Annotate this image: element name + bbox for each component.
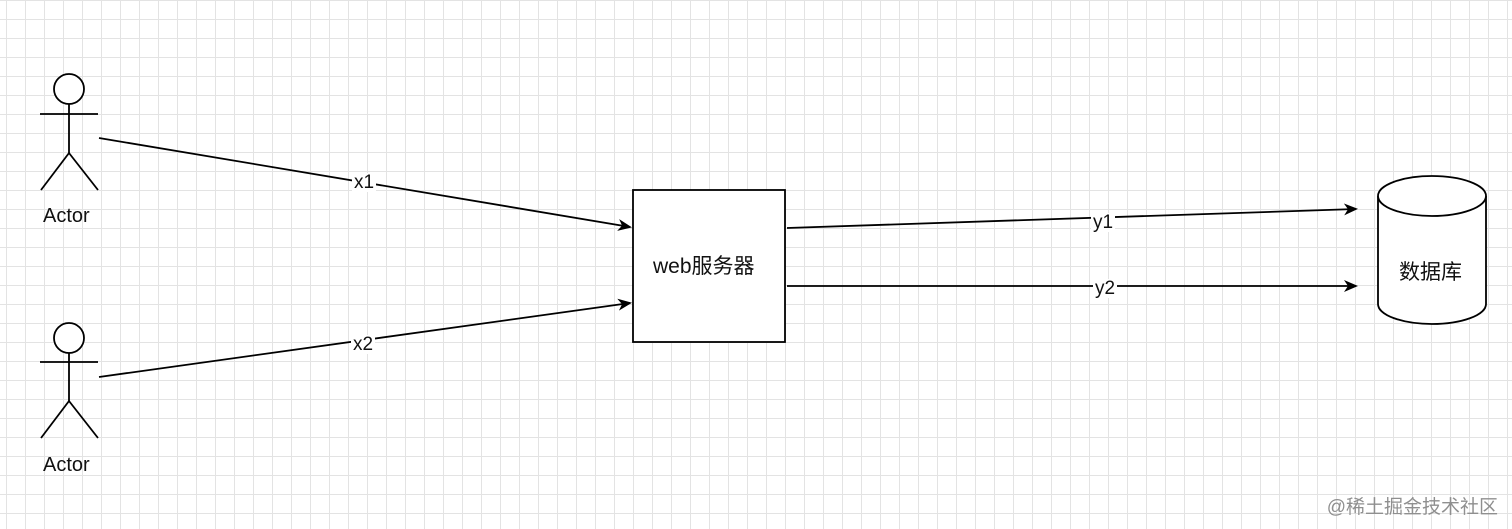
actor-2-figure[interactable] [40, 322, 99, 439]
web-server-box[interactable] [632, 189, 786, 343]
watermark-text: @稀土掘金技术社区 [1326, 497, 1498, 518]
actor-1-label: Actor [43, 205, 90, 227]
database-top [1377, 175, 1487, 217]
actor-1-figure[interactable] [40, 73, 99, 191]
actor-2-label: Actor [43, 454, 90, 476]
actor-2-head [53, 322, 85, 354]
edge-y2-label: y2 [1093, 278, 1118, 299]
database-label: 数据库 [1399, 261, 1462, 284]
database-body [1377, 196, 1487, 325]
actor-2-right-leg [68, 400, 99, 439]
edge-y1-line[interactable] [786, 203, 1358, 229]
edge-x1-label: x1 [352, 172, 377, 193]
actor-1-right-leg [68, 152, 99, 191]
actor-2-left-leg [40, 400, 70, 439]
database-cylinder[interactable] [1377, 175, 1487, 325]
web-server-label: web服务器 [653, 255, 755, 278]
edge-y1-label: y1 [1091, 212, 1116, 233]
edge-x2-label: x2 [351, 334, 376, 355]
actor-1-head [53, 73, 85, 105]
actor-1-left-leg [40, 152, 70, 191]
